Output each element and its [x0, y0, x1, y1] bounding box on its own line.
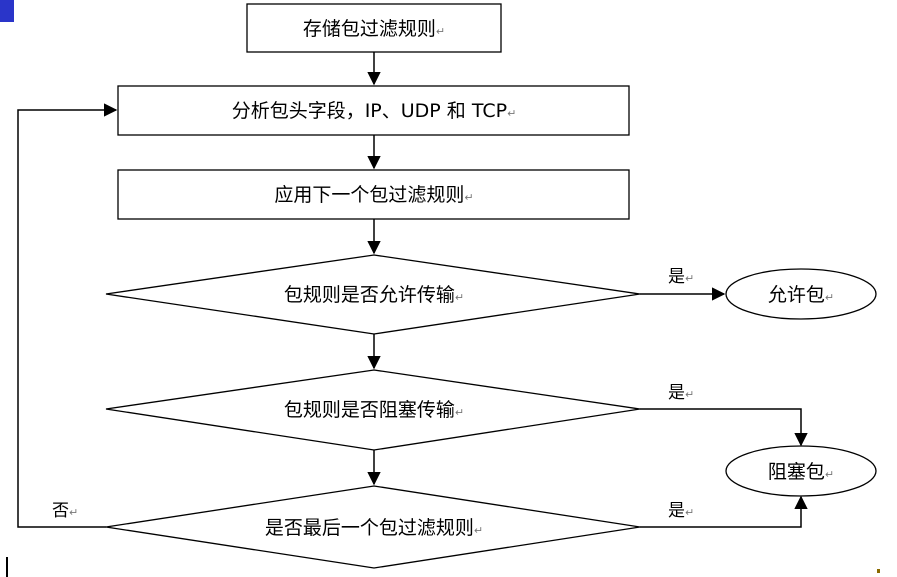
apply-next-rule-box — [117, 169, 630, 220]
block-packet-ellipse — [725, 445, 877, 497]
last-rule-decision-diamond — [105, 485, 641, 569]
bottom-left-tick — [6, 557, 8, 577]
edge-last-no-loop — [17, 103, 118, 528]
connectors — [17, 52, 808, 528]
analyze-headers-box — [117, 85, 630, 136]
allow-decision-label: 包规则是否允许传输↵ — [284, 284, 464, 306]
block-yes-label: 是↵ — [668, 383, 694, 403]
block-packet-label: 阻塞包↵ — [768, 461, 834, 483]
allow-yes-label: 是↵ — [668, 267, 694, 287]
allow-decision-diamond — [105, 254, 641, 335]
last-no-label: 否↵ — [52, 501, 78, 521]
bottom-right-tick — [877, 569, 880, 573]
block-decision-diamond — [105, 369, 641, 451]
edge-block-yes — [640, 408, 808, 447]
allow-packet-label: 允许包↵ — [768, 284, 834, 306]
analyze-headers-label: 分析包头字段，IP、UDP 和 TCP↵ — [232, 100, 517, 122]
apply-next-rule-label: 应用下一个包过滤规则↵ — [274, 184, 473, 206]
store-rules-label: 存储包过滤规则↵ — [303, 18, 445, 40]
allow-packet-ellipse — [725, 268, 877, 320]
corner-marker — [0, 0, 14, 22]
edge-last-yes — [640, 495, 808, 528]
block-decision-label: 包规则是否阻塞传输↵ — [284, 399, 464, 421]
store-rules-box — [246, 3, 502, 53]
last-yes-label: 是↵ — [668, 501, 694, 521]
last-rule-decision-label: 是否最后一个包过滤规则↵ — [265, 517, 483, 539]
